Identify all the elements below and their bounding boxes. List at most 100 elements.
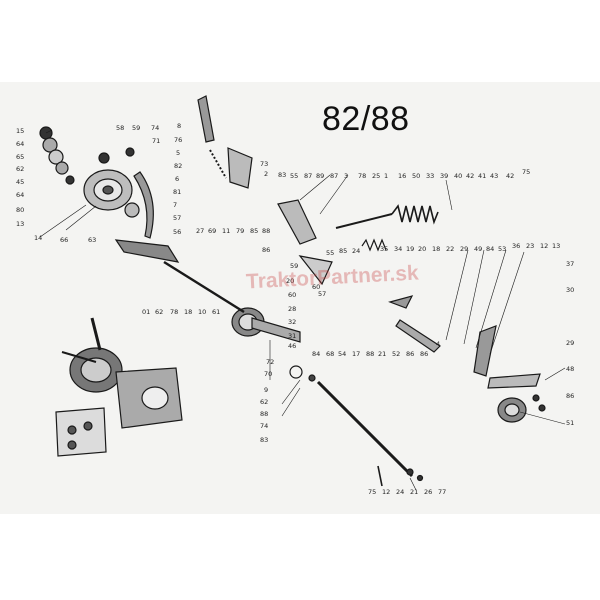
callout-number: 46 bbox=[288, 342, 296, 350]
callout-number: 3 bbox=[344, 172, 348, 180]
selector-lever-part bbox=[388, 295, 541, 389]
callout-number: 88 bbox=[260, 410, 268, 418]
callout-number: 72 bbox=[266, 358, 274, 366]
callout-number: 5 bbox=[176, 149, 180, 157]
callout-number: 59 bbox=[290, 262, 298, 270]
callout-number: 81 bbox=[173, 188, 181, 196]
callout-number: 16 bbox=[398, 172, 406, 180]
callout-number: 28 bbox=[288, 305, 296, 313]
callout-number: 85 bbox=[339, 247, 347, 255]
callout-number: 86 bbox=[262, 246, 270, 254]
callout-number: 88 bbox=[366, 350, 374, 358]
callout-number: 78 bbox=[170, 308, 178, 316]
callout-number: 59 bbox=[132, 124, 140, 132]
callout-number: 42 bbox=[506, 172, 514, 180]
callout-number: 40 bbox=[454, 172, 462, 180]
callout-number: 62 bbox=[155, 308, 163, 316]
callout-number: 64 bbox=[16, 191, 24, 199]
callout-number: 21 bbox=[410, 488, 418, 496]
callout-number: 10 bbox=[198, 308, 206, 316]
callout-number: 58 bbox=[116, 124, 124, 132]
callout-number: 15 bbox=[16, 127, 24, 135]
pin-part bbox=[377, 465, 424, 487]
callout-number: 85 bbox=[250, 227, 258, 235]
callout-number: 49 bbox=[474, 245, 482, 253]
callout-number: 73 bbox=[260, 160, 268, 168]
control-lever-part bbox=[197, 95, 253, 189]
callout-number: 2 bbox=[264, 170, 268, 178]
callout-number: 34 bbox=[394, 245, 402, 253]
bearing-housing-part bbox=[497, 394, 546, 423]
callout-number: 12 bbox=[540, 242, 548, 250]
callout-number: 62 bbox=[260, 398, 268, 406]
callout-number: 60 bbox=[312, 283, 320, 291]
callout-number: 32 bbox=[288, 318, 296, 326]
callout-number: 86 bbox=[566, 392, 574, 400]
callout-number: 83 bbox=[260, 436, 268, 444]
callout-number: 63 bbox=[88, 236, 96, 244]
callout-number: 24 bbox=[396, 488, 404, 496]
callout-leaders bbox=[39, 129, 566, 491]
callout-number: 19 bbox=[406, 245, 414, 253]
callout-number: 17 bbox=[352, 350, 360, 358]
callout-number: 42 bbox=[466, 172, 474, 180]
callout-number: 62 bbox=[16, 165, 24, 173]
callout-number: 27 bbox=[196, 227, 204, 235]
callout-number: 33 bbox=[426, 172, 434, 180]
callout-number: 36 bbox=[512, 242, 520, 250]
callout-number: 78 bbox=[358, 172, 366, 180]
callout-number: 11 bbox=[222, 227, 230, 235]
callout-number: 1 bbox=[384, 172, 388, 180]
callout-number: 54 bbox=[338, 350, 346, 358]
callout-number: 65 bbox=[16, 153, 24, 161]
callout-number: 4 bbox=[436, 340, 440, 348]
washer-stack-part bbox=[39, 126, 140, 218]
callout-number: 25 bbox=[372, 172, 380, 180]
callout-number: 52 bbox=[392, 350, 400, 358]
callout-number: 82 bbox=[174, 162, 182, 170]
callout-number: 29 bbox=[460, 245, 468, 253]
callout-number: 18 bbox=[432, 245, 440, 253]
callout-number: 20 bbox=[418, 245, 426, 253]
callout-number: 39 bbox=[440, 172, 448, 180]
callout-number: 84 bbox=[312, 350, 320, 358]
callout-number: 70 bbox=[264, 370, 272, 378]
callout-number: 89 bbox=[316, 172, 324, 180]
clutch-disc-part bbox=[163, 260, 301, 343]
callout-number: 41 bbox=[478, 172, 486, 180]
callout-number: 48 bbox=[566, 365, 574, 373]
callout-number: 26 bbox=[424, 488, 432, 496]
callout-number: 7 bbox=[173, 201, 177, 209]
callout-number: 12 bbox=[382, 488, 390, 496]
shift-rod-part bbox=[289, 365, 414, 478]
callout-number: 9 bbox=[264, 386, 268, 394]
callout-number: 77 bbox=[438, 488, 446, 496]
callout-number: 61 bbox=[212, 308, 220, 316]
callout-number: 74 bbox=[260, 422, 268, 430]
callout-number: 20 bbox=[286, 277, 294, 285]
callout-number: 14 bbox=[34, 234, 42, 242]
callout-number: 6 bbox=[175, 175, 179, 183]
callout-number: 64 bbox=[16, 140, 24, 148]
callout-number: 66 bbox=[60, 236, 68, 244]
callout-number: 50 bbox=[412, 172, 420, 180]
callout-number: 56 bbox=[173, 228, 181, 236]
callout-number: 76 bbox=[174, 136, 182, 144]
callout-number: 22 bbox=[446, 245, 454, 253]
callout-number: 01 bbox=[142, 308, 150, 316]
tie-rod-part bbox=[335, 213, 393, 229]
callout-number: 79 bbox=[236, 227, 244, 235]
callout-number: 86 bbox=[420, 350, 428, 358]
callout-number: 83 bbox=[278, 171, 286, 179]
callout-number: 24 bbox=[352, 247, 360, 255]
callout-number: 84 bbox=[486, 245, 494, 253]
diagram-title: 82/88 bbox=[322, 100, 410, 138]
callout-number: 75 bbox=[368, 488, 376, 496]
callout-number: 55 bbox=[290, 172, 298, 180]
callout-number: 80 bbox=[16, 206, 24, 214]
brake-disc-part bbox=[83, 169, 133, 211]
callout-number: 31 bbox=[288, 332, 296, 340]
callout-number: 43 bbox=[490, 172, 498, 180]
